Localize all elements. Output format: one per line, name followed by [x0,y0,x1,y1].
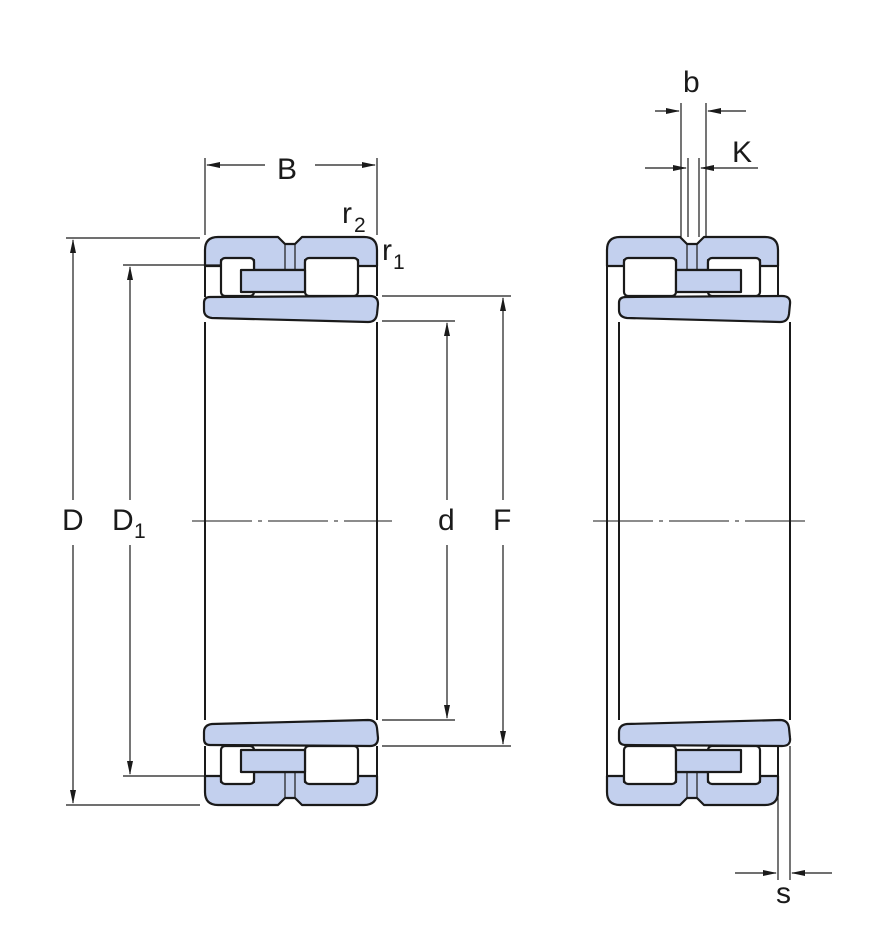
label-r2-main: r [342,197,352,230]
label-d: d [438,504,455,537]
label-D1-subscript: 1 [134,520,146,543]
label-D: D [62,504,84,537]
label-s: s [776,877,791,910]
dimension-K: K [645,136,758,237]
left-bearing-view [192,235,392,807]
dimension-D: D [62,237,200,806]
label-r1: r 1 [382,234,405,274]
label-K: K [732,136,752,169]
dimension-d: d [382,320,455,721]
label-D1: D [112,504,134,537]
label-r2: r 2 [342,197,366,237]
label-b: b [683,66,700,99]
right-top-section [605,235,792,324]
dimension-D1: D 1 [112,264,220,777]
left-bottom-section [202,718,380,807]
dimension-B: B [204,153,378,235]
label-B: B [277,153,297,186]
label-F: F [493,504,511,537]
label-r2-subscript: 2 [354,214,366,237]
label-r1-subscript: 1 [393,251,405,274]
dimension-F: F [382,295,511,747]
right-bottom-section [605,718,792,807]
right-bearing-view [593,235,806,807]
dimension-s: s [735,746,832,910]
left-top-section [202,235,380,324]
label-r1-main: r [382,234,392,267]
